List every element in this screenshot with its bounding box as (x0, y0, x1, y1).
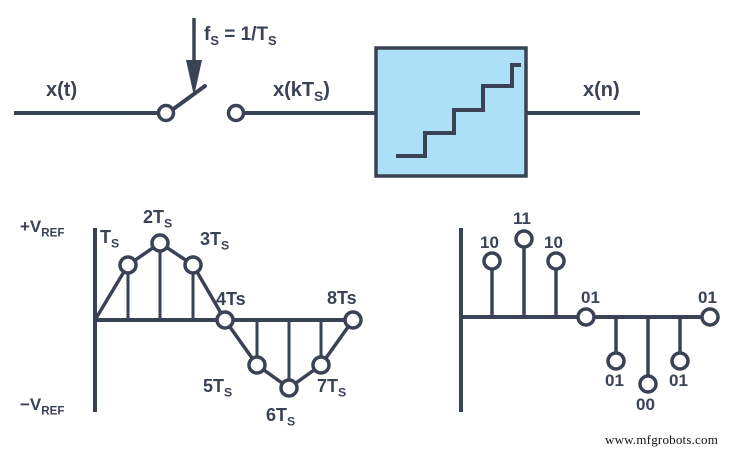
analog-sample-point-2[interactable] (150, 233, 170, 253)
digital-code-point-2[interactable] (514, 229, 534, 249)
analog-sample-point-8[interactable] (343, 310, 363, 330)
switch-arm[interactable] (170, 84, 207, 112)
analog-sample-label-6: 6TS (266, 405, 296, 429)
digital-code-plot (459, 228, 720, 412)
digital-code-point-4[interactable] (576, 307, 596, 327)
digital-code-label-2: 11 (513, 209, 531, 228)
analog-waveform-plot (93, 228, 363, 412)
digital-code-point-1[interactable] (482, 251, 502, 271)
digital-code-label-6: 00 (636, 395, 655, 414)
analog-sample-point-1[interactable] (118, 255, 138, 275)
digital-code-label-3: 10 (544, 233, 563, 252)
switch-node-right[interactable] (226, 103, 246, 123)
sampled-signal-label: x(kTS) (273, 79, 330, 104)
output-signal-label: x(n) (583, 79, 620, 101)
switch-node-left[interactable] (156, 103, 176, 123)
analog-sample-label-3: 3TS (200, 229, 230, 253)
analog-sample-point-5[interactable] (247, 355, 267, 375)
digital-code-point-6[interactable] (638, 374, 658, 394)
digital-code-label-5: 01 (605, 371, 624, 390)
analog-sample-label-4: 4Ts (216, 289, 246, 309)
analog-sample-point-6[interactable] (279, 378, 299, 398)
sampling-frequency-label: fS = 1/TS (204, 24, 277, 48)
digital-code-label-7: 01 (669, 371, 688, 390)
analog-sample-label-7: 7TS (317, 376, 347, 400)
analog-sample-label-8: 8Ts (327, 288, 357, 308)
analog-sample-point-7[interactable] (311, 355, 331, 375)
analog-sample-point-3[interactable] (183, 255, 203, 275)
digital-code-point-5[interactable] (606, 351, 626, 371)
watermark: www.mfgrobots.com (605, 432, 719, 447)
digital-code-point-8[interactable] (700, 307, 720, 327)
block-diagram-group (14, 18, 640, 178)
digital-code-point-3[interactable] (546, 251, 566, 271)
analog-sample-label-5: 5TS (203, 376, 233, 400)
vref-positive-label: +VREF (20, 217, 65, 240)
quantizer-staircase-icon (396, 63, 521, 158)
digital-code-label-4: 01 (581, 288, 600, 307)
vref-negative-label: −VREF (20, 395, 65, 418)
analog-sample-label-2: 2TS (143, 207, 173, 231)
sampling-clock-arrowhead (186, 60, 202, 96)
analog-sample-label-1: TS (100, 227, 120, 251)
input-signal-label: x(t) (46, 79, 78, 101)
digital-code-label-1: 10 (480, 233, 499, 252)
digital-code-label-8: 01 (698, 288, 717, 307)
digital-code-point-7[interactable] (670, 351, 690, 371)
analog-sample-point-4[interactable] (215, 310, 235, 330)
